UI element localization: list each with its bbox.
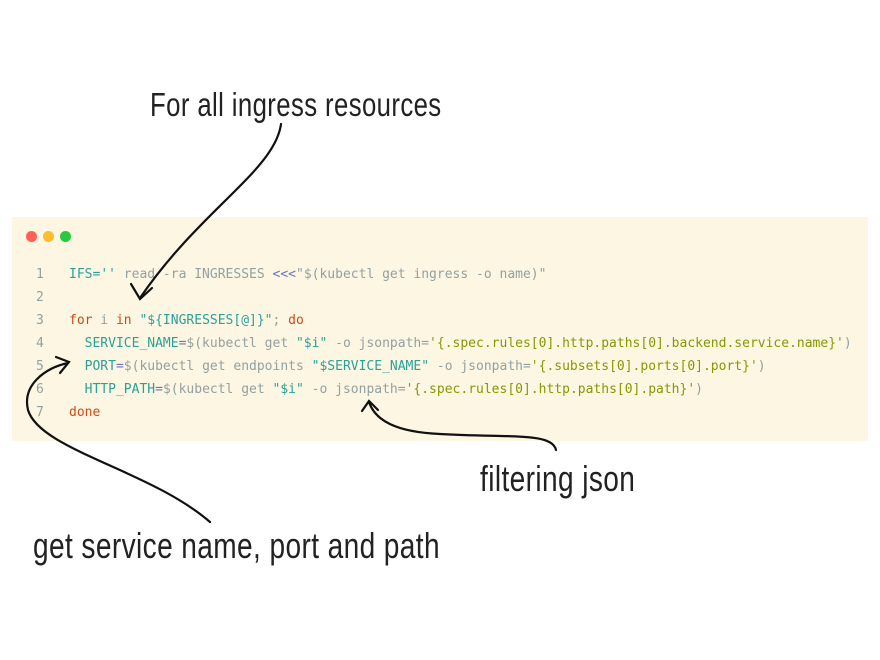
code-token: ; bbox=[272, 313, 289, 328]
line-number: 4 bbox=[36, 336, 44, 351]
line-number: 7 bbox=[36, 405, 44, 420]
line-number: 1 bbox=[36, 267, 44, 282]
line-number: 3 bbox=[36, 313, 44, 328]
code-token: in bbox=[115, 313, 132, 328]
code-token: = bbox=[178, 336, 187, 351]
line-number: 2 bbox=[36, 290, 44, 305]
line-number: 5 bbox=[36, 359, 44, 374]
code-token: "$i" bbox=[295, 336, 328, 351]
code-token: SERVICE_NAME bbox=[84, 336, 179, 351]
code-token: '{.subsets[0].ports[0].port}' bbox=[530, 359, 758, 374]
code-token: $(kubectl get bbox=[186, 336, 296, 351]
code-text: for i in "${INGRESSES[@]}"; do bbox=[69, 309, 304, 332]
annotation-service-port-path: get service name, port and path bbox=[33, 525, 441, 566]
code-text: IFS='' read -ra INGRESSES <<<"$(kubectl … bbox=[69, 263, 546, 286]
code-window: 1 IFS='' read -ra INGRESSES <<<"$(kubectl… bbox=[12, 217, 868, 441]
minimize-window-dot[interactable] bbox=[43, 231, 54, 242]
code-token: PORT bbox=[84, 359, 116, 374]
code-token: do bbox=[288, 313, 304, 328]
code-token bbox=[69, 359, 85, 374]
code-token: "$i" bbox=[272, 382, 304, 397]
code-token: '' bbox=[100, 267, 116, 282]
code-token: done bbox=[69, 405, 101, 420]
code-token: <<< bbox=[272, 267, 296, 282]
code-token: ) bbox=[757, 359, 766, 374]
code-token bbox=[69, 336, 85, 351]
code-token: = bbox=[155, 382, 163, 397]
code-token: "$(kubectl get ingress -o name)" bbox=[296, 267, 547, 282]
code-text: done bbox=[69, 401, 100, 424]
code-token: -o jsonpath= bbox=[327, 336, 430, 351]
code-token: ) bbox=[695, 382, 703, 397]
line-number: 6 bbox=[36, 382, 44, 397]
maximize-window-dot[interactable] bbox=[60, 231, 71, 242]
code-text: SERVICE_NAME=$(kubectl get "$i" -o jsonp… bbox=[69, 332, 852, 355]
code-token: read -ra INGRESSES bbox=[115, 267, 273, 282]
code-token: ) bbox=[843, 336, 852, 351]
code-text: PORT=$(kubectl get endpoints "$SERVICE_N… bbox=[69, 355, 766, 378]
code-token: IFS= bbox=[69, 267, 101, 282]
annotation-ingress-resources: For all ingress resources bbox=[150, 86, 442, 123]
code-token: -o jsonpath= bbox=[303, 382, 406, 397]
code-token: '{.spec.rules[0].http.paths[0].backend.s… bbox=[429, 336, 844, 351]
code-token: -o jsonpath= bbox=[429, 359, 531, 374]
close-window-dot[interactable] bbox=[26, 231, 37, 242]
code-token: '{.spec.rules[0].http.paths[0].path}' bbox=[405, 382, 696, 397]
code-token: "$SERVICE_NAME" bbox=[311, 359, 430, 374]
annotation-filtering-json: filtering json bbox=[480, 458, 636, 499]
code-token: "${INGRESSES[@]}" bbox=[139, 313, 273, 328]
code-token bbox=[69, 382, 85, 397]
code-token: for bbox=[69, 313, 93, 328]
code-text: HTTP_PATH=$(kubectl get "$i" -o jsonpath… bbox=[69, 378, 703, 401]
code-token: HTTP_PATH bbox=[84, 382, 156, 397]
code-token: $(kubectl get endpoints bbox=[123, 359, 312, 374]
code-token: = bbox=[115, 359, 124, 374]
code-token: i bbox=[92, 313, 116, 328]
code-token: $(kubectl get bbox=[162, 382, 273, 397]
